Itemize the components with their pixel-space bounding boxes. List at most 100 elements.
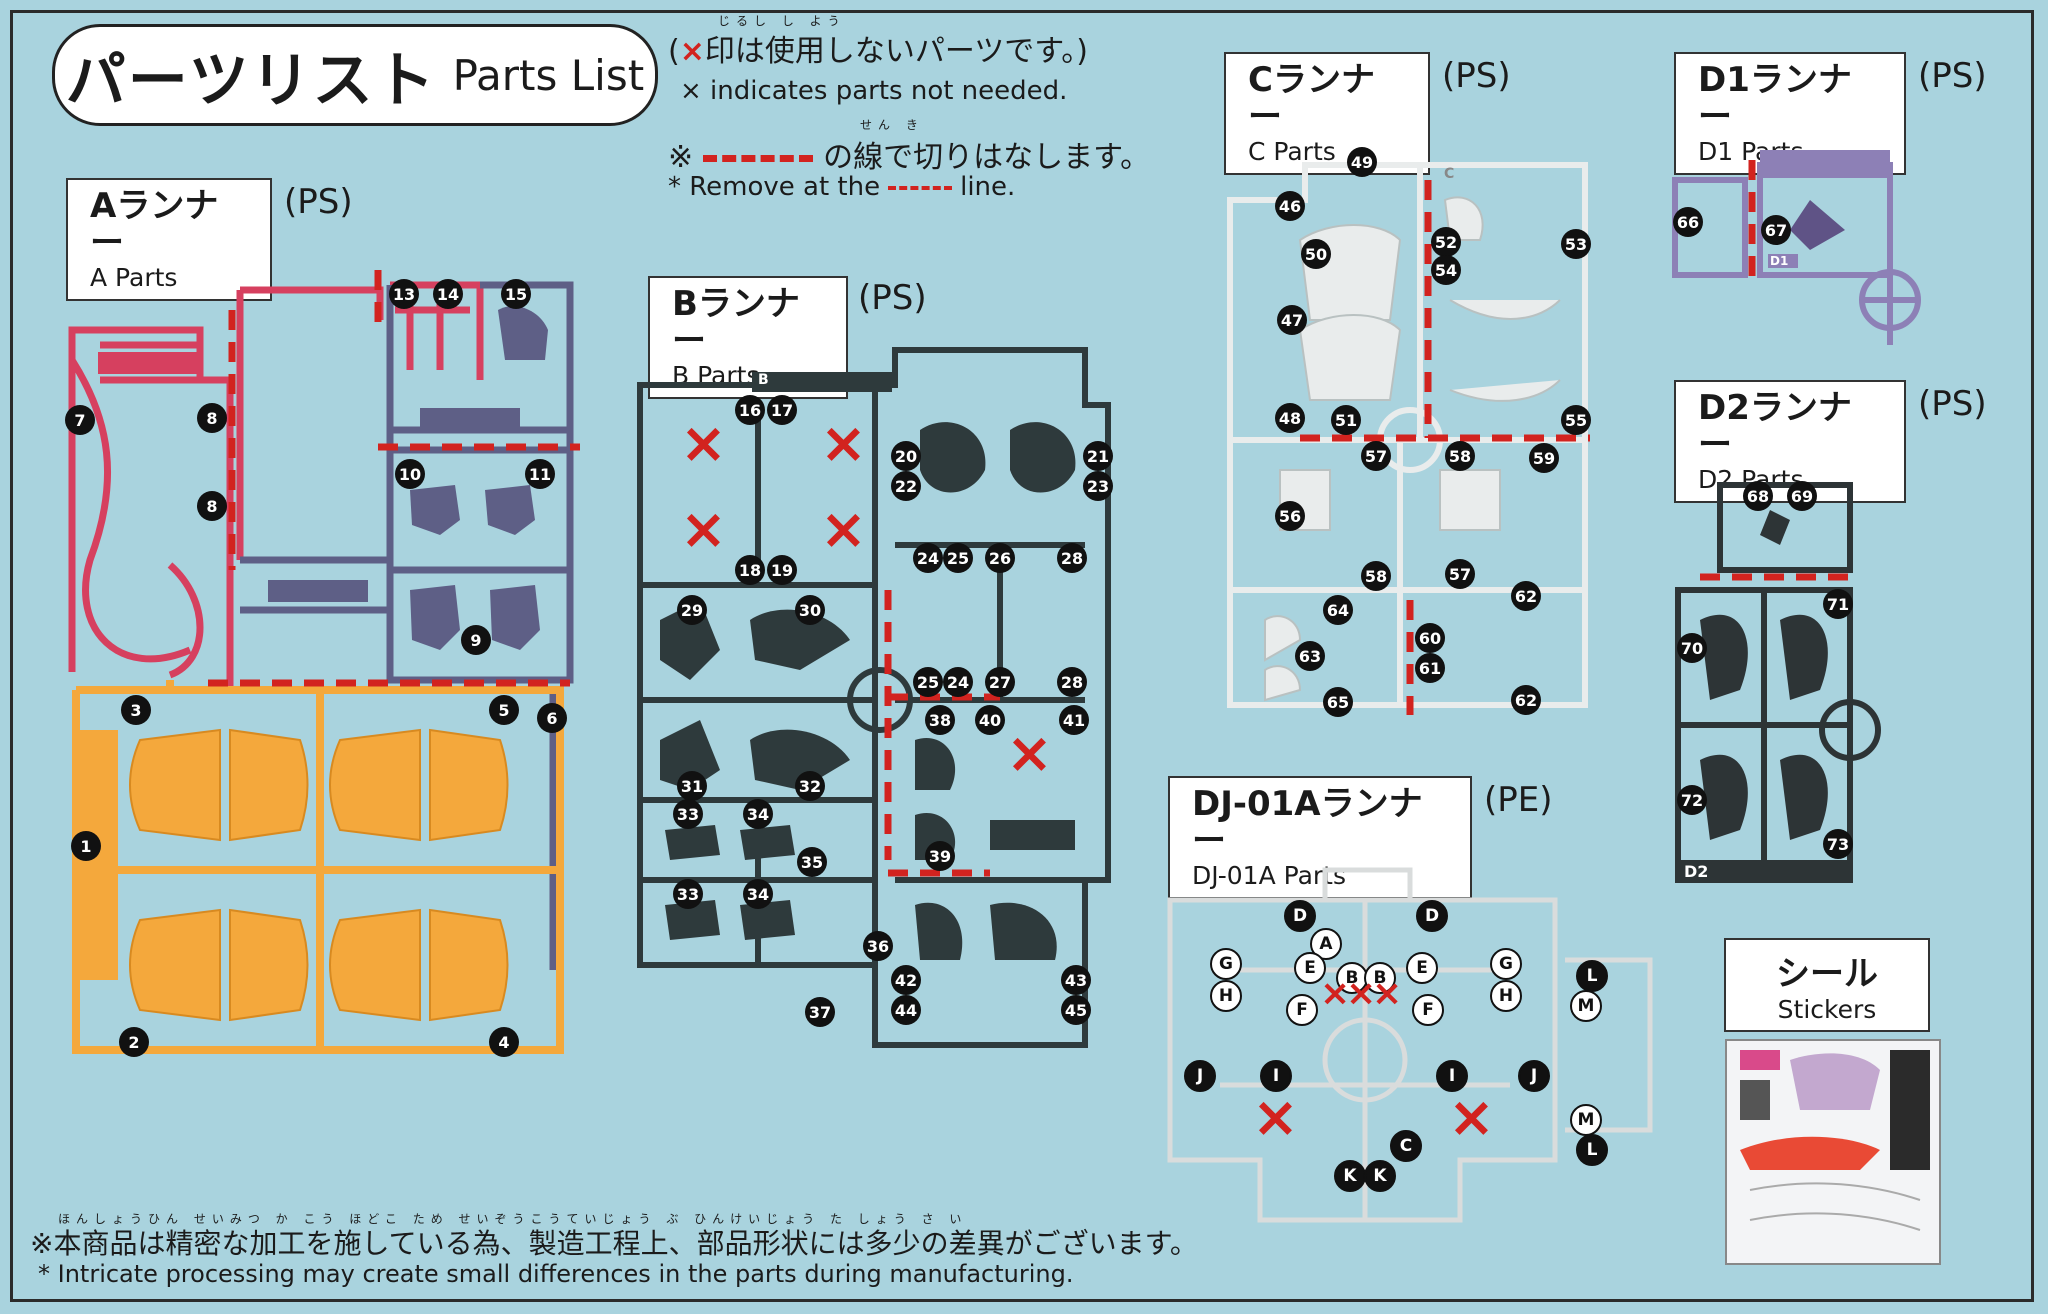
part-number: 21	[1083, 441, 1113, 471]
part-number: 60	[1415, 623, 1445, 653]
part-letter: C	[1390, 1130, 1422, 1162]
part-number: 73	[1823, 829, 1853, 859]
part-number: 9	[461, 625, 491, 655]
part-number: 20	[891, 441, 921, 471]
part-letter: L	[1576, 960, 1608, 992]
part-number: 59	[1529, 443, 1559, 473]
part-number: 10	[395, 459, 425, 489]
part-letter: M	[1570, 1104, 1602, 1136]
part-letter: D	[1284, 900, 1316, 932]
part-number: 42	[891, 965, 921, 995]
part-number: 14	[433, 279, 463, 309]
runner-label-a: Aランナー A Parts	[66, 178, 272, 301]
part-number: 25	[943, 543, 973, 573]
part-number: 64	[1323, 595, 1353, 625]
stickers-label: シール Stickers	[1724, 938, 1930, 1032]
part-number: 2	[119, 1027, 149, 1057]
cut-note-jp: ※の線で切りはなします。	[668, 140, 1151, 175]
part-letter: J	[1518, 1060, 1550, 1092]
part-number: 8	[197, 403, 227, 433]
runner-d1-corner-tag	[1768, 254, 1798, 268]
runner-b-tag-bar	[752, 372, 892, 392]
part-number: 33	[673, 879, 703, 909]
cut-note-ruby: せん き	[860, 118, 924, 132]
part-number: 58	[1445, 441, 1475, 471]
part-number: 57	[1361, 441, 1391, 471]
part-number: 67	[1761, 215, 1791, 245]
part-number: 62	[1511, 581, 1541, 611]
runner-b-parts	[660, 422, 1076, 960]
part-number: 29	[677, 595, 707, 625]
runner-dj-diagram	[1167, 867, 1653, 1223]
runner-c-cut-lines	[1300, 180, 1590, 715]
part-letter: K	[1334, 1160, 1366, 1192]
runner-b-material: (PS)	[858, 278, 927, 318]
part-number: 70	[1677, 633, 1707, 663]
runner-a-diagram	[68, 270, 580, 1054]
part-letter: E	[1406, 952, 1438, 984]
part-number: 53	[1561, 229, 1591, 259]
part-number: 55	[1561, 405, 1591, 435]
part-number: 19	[767, 555, 797, 585]
runner-label-dj: DJ-01Aランナー DJ-01A Parts	[1168, 776, 1472, 899]
part-number: 62	[1511, 685, 1541, 715]
runner-d1-material: (PS)	[1918, 56, 1987, 96]
part-number: 13	[389, 279, 419, 309]
part-number: 51	[1331, 405, 1361, 435]
part-number: 66	[1673, 207, 1703, 237]
runner-a-tag	[98, 352, 198, 374]
runner-c-tag: C	[1444, 166, 1455, 182]
part-number: 52	[1431, 227, 1461, 257]
part-number: 34	[743, 879, 773, 909]
part-number: 25	[913, 667, 943, 697]
footer-jp: ※本商品は精密な加工を施している為、製造工程上、部品形状には多少の差異がございま…	[30, 1227, 1198, 1260]
part-number: 63	[1295, 641, 1325, 671]
not-needed-x-icon: ×	[680, 497, 727, 562]
not-needed-x-icon: ×	[1448, 1085, 1495, 1150]
not-needed-x-icon: ×	[1252, 1085, 1299, 1150]
runner-d2-tag: D2	[1684, 862, 1709, 881]
part-number: 44	[891, 995, 921, 1025]
runner-d1-tag-bar	[1760, 150, 1890, 178]
part-letter: E	[1294, 952, 1326, 984]
part-number: 45	[1061, 995, 1091, 1025]
part-number: 6	[537, 703, 567, 733]
part-letter: D	[1416, 900, 1448, 932]
part-number: 18	[735, 555, 765, 585]
part-number: 15	[501, 279, 531, 309]
part-number: 38	[925, 705, 955, 735]
part-letter: I	[1260, 1060, 1292, 1092]
title-badge: パーツリスト Parts List	[52, 24, 658, 126]
part-number: 72	[1677, 785, 1707, 815]
runner-label-c: Cランナー C Parts	[1224, 52, 1430, 175]
part-number: 40	[975, 705, 1005, 735]
part-number: 26	[985, 543, 1015, 573]
footer-en: * Intricate processing may create small …	[38, 1260, 1074, 1288]
part-number: 50	[1301, 239, 1331, 269]
runner-d1-part	[1790, 200, 1845, 250]
part-number: 24	[913, 543, 943, 573]
part-number: 65	[1323, 687, 1353, 717]
part-number: 43	[1061, 965, 1091, 995]
part-letter: J	[1184, 1060, 1216, 1092]
not-needed-x-icon: ×	[820, 497, 867, 562]
part-number: 57	[1445, 559, 1475, 589]
part-number: 11	[525, 459, 555, 489]
runner-b-tag: B	[758, 372, 769, 388]
part-number: 30	[795, 595, 825, 625]
part-letter: K	[1364, 1160, 1396, 1192]
not-needed-x-icon: ×	[680, 411, 727, 476]
part-number: 37	[805, 997, 835, 1027]
part-letter: G	[1210, 948, 1242, 980]
part-number: 69	[1787, 481, 1817, 511]
part-number: 24	[943, 667, 973, 697]
part-number: 48	[1275, 403, 1305, 433]
part-number: 8	[197, 491, 227, 521]
runner-a-cut-lines	[208, 270, 580, 687]
part-letter: F	[1412, 994, 1444, 1026]
part-number: 23	[1083, 471, 1113, 501]
part-number: 54	[1431, 255, 1461, 285]
cut-line-legend	[703, 155, 814, 162]
